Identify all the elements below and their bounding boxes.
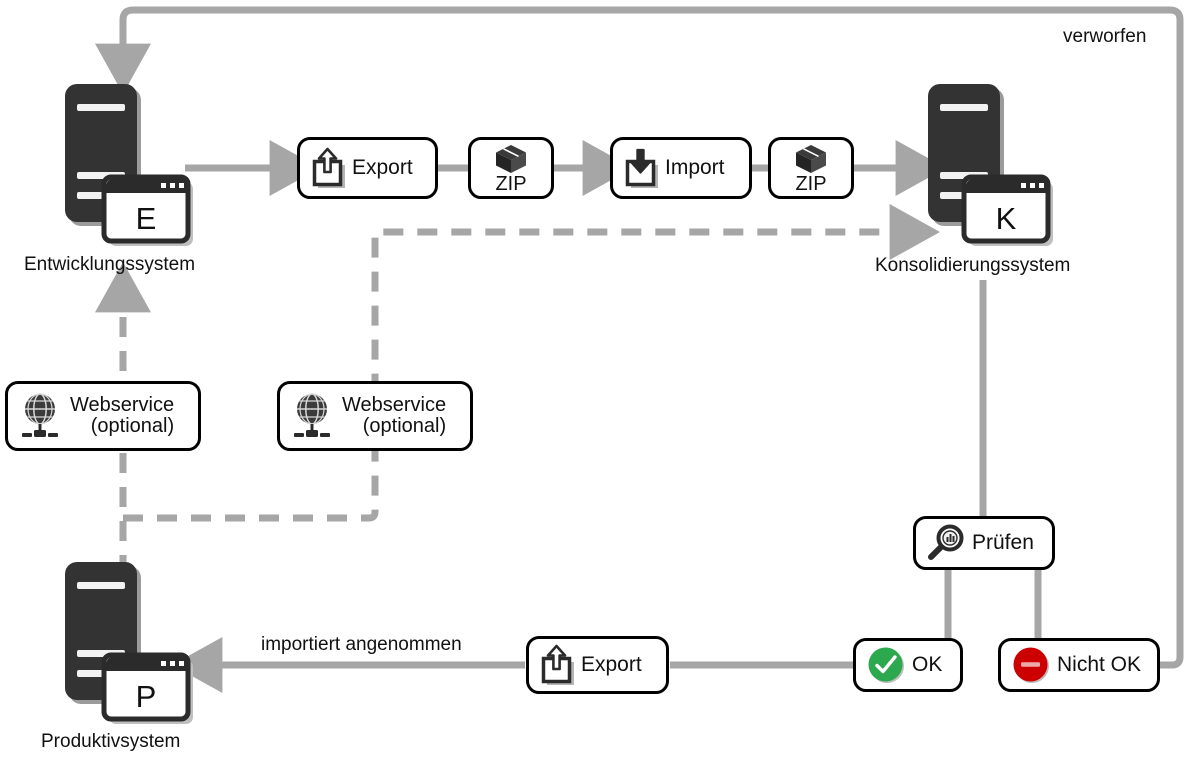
window-badge-icon: K [961,174,1053,246]
system-label-produktivsystem: Produktivsystem [41,731,181,752]
window-badge-icon: P [101,652,193,724]
optional-webservice-right-label: Webservice (optional) [342,395,446,437]
step-label: Export [352,155,413,179]
step-export-bottom[interactable]: Export [526,636,669,694]
optional-webservice-left[interactable]: Webservice (optional) [5,381,201,451]
optional-webservice-left-label: Webservice (optional) [70,395,174,437]
status-nicht-ok[interactable]: Nicht OK [998,638,1160,692]
webservice-line1: Webservice [342,394,447,416]
package-box-icon [496,144,526,173]
minus-circle-icon [1013,647,1049,683]
import-download-icon [625,148,658,188]
edge-label-verworfen: verworfen [1063,26,1147,47]
step-label: Prüfen [972,530,1034,554]
magnifier-chart-icon [928,524,964,560]
webservice-line1: Webservice [70,394,175,416]
check-circle-icon [868,647,904,683]
globe-network-icon [22,393,58,437]
system-badge-cons[interactable]: K [961,174,1055,248]
step-export-top[interactable]: Export [297,137,438,199]
step-pruefen[interactable]: Prüfen [913,516,1055,570]
status-nicht-ok-label: Nicht OK [1057,652,1142,676]
export-upload-icon [541,644,574,685]
svg-text:E: E [136,201,157,236]
status-ok-label: OK [912,652,943,676]
system-label-entwicklungssystem: Entwicklungssystem [24,254,196,275]
step-label: Import [665,155,725,179]
window-badge-icon: E [101,174,193,246]
system-badge-prod[interactable]: P [101,652,195,726]
globe-network-icon [294,393,330,437]
svg-text:K: K [996,201,1017,236]
webservice-line2: (optional) [90,415,175,437]
step-label: ZIP [795,172,827,195]
edge-label-importiert-angenommen: importiert angenommen [261,634,462,655]
export-upload-icon [312,147,345,188]
status-ok[interactable]: OK [853,638,963,692]
edge-webservice-dashed-route [123,204,940,522]
step-label: ZIP [495,172,527,195]
edge-verworfen [95,6,1184,669]
step-label: Export [581,652,642,676]
system-badge-dev[interactable]: E [101,174,195,248]
system-label-konsolidierungssystem: Konsolidierungssystem [875,255,1071,276]
package-box-icon [796,144,826,173]
optional-webservice-right[interactable]: Webservice (optional) [277,381,473,451]
step-import-top[interactable]: Import [610,137,752,199]
webservice-line2: (optional) [362,415,447,437]
step-zip-b[interactable]: ZIP [768,137,854,199]
step-zip-a[interactable]: ZIP [468,137,554,199]
svg-text:P: P [136,679,157,714]
